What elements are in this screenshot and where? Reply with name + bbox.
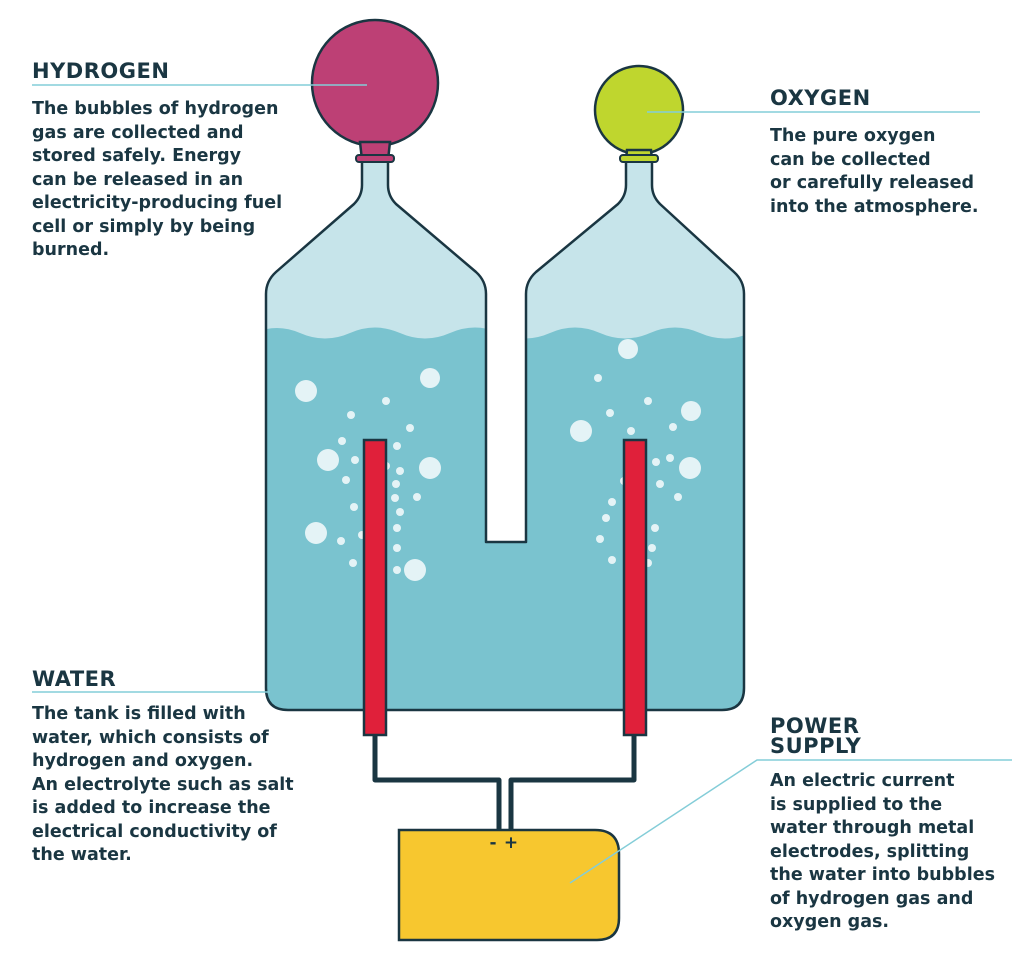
bubble: [396, 508, 404, 516]
bubble: [349, 559, 357, 567]
gas-bubbles: [295, 339, 701, 581]
bubble: [656, 480, 664, 488]
oxygen-balloon: [593, 64, 685, 163]
cathode-electrode: [362, 438, 388, 737]
negative-wire: [372, 730, 502, 835]
bubble: [342, 476, 350, 484]
bubble: [608, 498, 616, 506]
power-supply-title: POWER SUPPLY: [770, 714, 1018, 758]
bubble: [337, 537, 345, 545]
bubble: [674, 493, 682, 501]
description-line: oxygen gas.: [770, 912, 890, 932]
hydrogen-label: HYDROGEN The bubbles of hydrogen gas are…: [32, 61, 322, 263]
hydrogen-description: The bubbles of hydrogen gas are collecte…: [32, 98, 322, 263]
bubble: [606, 409, 614, 417]
bubble: [396, 467, 404, 475]
bubble: [648, 544, 656, 552]
electrolysis-tank: [264, 158, 746, 712]
bubble: [419, 457, 441, 479]
power-supply: [397, 828, 621, 942]
bubble: [305, 522, 327, 544]
bubble: [669, 423, 677, 431]
description-line: An electric current: [770, 771, 955, 791]
title-line: POWER: [770, 714, 860, 738]
bubble: [608, 556, 616, 564]
description-line: electrodes, splitting: [770, 841, 970, 862]
bubble: [391, 494, 399, 502]
bubble: [393, 544, 401, 552]
bubble: [644, 397, 652, 405]
description-line: water through metal: [770, 818, 975, 838]
bubble: [392, 480, 400, 488]
leader-lines: [32, 84, 1012, 884]
description-line: into the atmosphere.: [770, 196, 979, 217]
description-line: stored safely. Energy: [32, 146, 242, 166]
water-title: WATER: [32, 667, 117, 691]
hydrogen-title: HYDROGEN: [32, 59, 170, 83]
oxygen-label: OXYGEN The pure oxygen can be collected …: [770, 88, 1010, 219]
description-line: gas are collected and: [32, 122, 244, 143]
description-line: of hydrogen gas and: [770, 888, 974, 909]
description-line: is supplied to the: [770, 794, 943, 815]
bubble: [350, 503, 358, 511]
bubble: [602, 514, 610, 522]
description-line: The tank is filled with: [32, 704, 246, 724]
bubble: [393, 524, 401, 532]
bubble: [338, 437, 346, 445]
bubble: [594, 374, 602, 382]
description-line: cell or simply by being: [32, 216, 256, 237]
title-line: SUPPLY: [770, 734, 862, 758]
description-line: An electrolyte such as salt: [32, 774, 294, 795]
water-label: WATER The tank is filled with water, whi…: [32, 669, 322, 868]
bubble: [413, 493, 421, 501]
description-line: hydrogen and oxygen.: [32, 751, 254, 771]
wires: [372, 730, 637, 835]
bubble: [651, 524, 659, 532]
description-line: the water.: [32, 845, 132, 865]
bubble: [570, 420, 592, 442]
bubble: [679, 457, 701, 479]
description-line: the water into bubbles: [770, 865, 995, 885]
bubble: [681, 401, 701, 421]
bubble: [627, 427, 635, 435]
bubble: [317, 449, 339, 471]
bubble: [652, 458, 660, 466]
description-line: electricity-producing fuel: [32, 193, 283, 213]
bubble: [347, 411, 355, 419]
description-line: electrical conductivity of: [32, 821, 277, 842]
description-line: is added to increase the: [32, 798, 271, 818]
oxygen-title: OXYGEN: [770, 86, 871, 110]
bubble: [351, 456, 359, 464]
description-line: The pure oxygen: [770, 126, 936, 146]
negative-terminal: -: [489, 833, 496, 853]
water-body: [266, 327, 744, 710]
power-leader-line: [569, 759, 1012, 884]
bubble: [618, 339, 638, 359]
description-line: can be collected: [770, 149, 931, 170]
tank-outline: [264, 158, 746, 712]
positive-wire: [508, 730, 637, 835]
anode-electrode: [622, 438, 648, 737]
bubble: [406, 424, 414, 432]
positive-terminal: +: [504, 833, 518, 853]
bubble: [404, 559, 426, 581]
description-line: water, which consists of: [32, 727, 269, 748]
bubble: [420, 368, 440, 388]
bubble: [393, 442, 401, 450]
oxygen-description: The pure oxygen can be collected or care…: [770, 125, 1010, 219]
description-line: burned.: [32, 240, 110, 260]
bubble: [382, 397, 390, 405]
bubble: [393, 566, 401, 574]
description-line: or carefully released: [770, 173, 974, 193]
bubble: [596, 535, 604, 543]
water-description: The tank is filled with water, which con…: [32, 703, 322, 868]
power-supply-label: POWER SUPPLY An electric current is supp…: [770, 716, 1018, 935]
bubble: [666, 454, 674, 462]
description-line: The bubbles of hydrogen: [32, 99, 279, 119]
bubble: [295, 380, 317, 402]
power-supply-description: An electric current is supplied to the w…: [770, 770, 1018, 935]
hydrogen-balloon: [310, 18, 440, 163]
description-line: can be released in an: [32, 169, 244, 190]
